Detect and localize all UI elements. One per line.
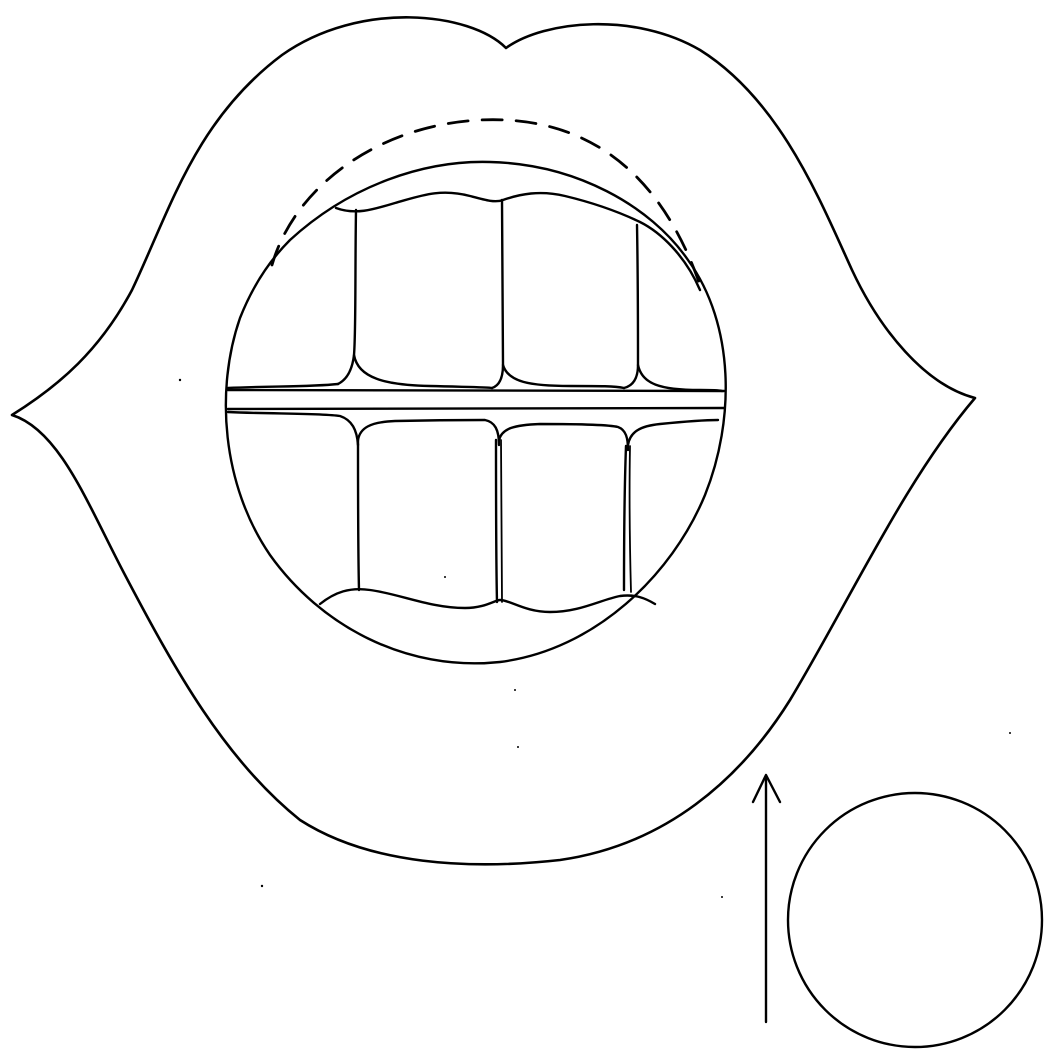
scan-speck	[1009, 732, 1011, 734]
lower-tooth-line-3a	[624, 446, 626, 590]
scan-speck	[179, 379, 181, 381]
dashed-guide-line	[272, 120, 700, 285]
bite-line-upper	[228, 390, 724, 391]
upper-gum-outline	[336, 193, 700, 290]
upper-tooth-line-2	[492, 200, 503, 388]
lower-tooth-top-0	[228, 412, 358, 445]
scan-speck	[261, 885, 263, 887]
lower-teeth	[228, 412, 718, 602]
upper-tooth-edge-1	[354, 355, 492, 388]
scan-speck	[721, 896, 723, 898]
lower-tooth-top-1	[358, 420, 499, 445]
lower-tooth-line-1	[358, 440, 359, 590]
lower-tooth-line-2a	[496, 440, 497, 602]
bite-line-lower	[228, 408, 724, 409]
lower-tooth-line-2b	[501, 440, 502, 602]
scan-speck	[514, 689, 516, 691]
pointer-arrow	[753, 775, 780, 1022]
lower-tooth-top-3	[628, 420, 718, 445]
upper-tooth-edge-3	[638, 365, 722, 391]
upper-tooth-line-1	[338, 210, 356, 384]
marker-circle	[788, 793, 1042, 1047]
upper-tooth-edge-2	[503, 365, 624, 388]
lower-tooth-line-3b	[630, 446, 631, 592]
upper-tooth-line-3	[624, 225, 638, 388]
lower-gum-outline	[320, 589, 655, 612]
scan-speck	[517, 746, 519, 748]
scan-speck	[444, 576, 446, 578]
upper-tooth-edge-0	[228, 384, 338, 388]
mouth-opening-outline	[226, 162, 726, 663]
outer-lips-outline	[12, 17, 975, 864]
lower-tooth-top-2	[499, 424, 628, 450]
